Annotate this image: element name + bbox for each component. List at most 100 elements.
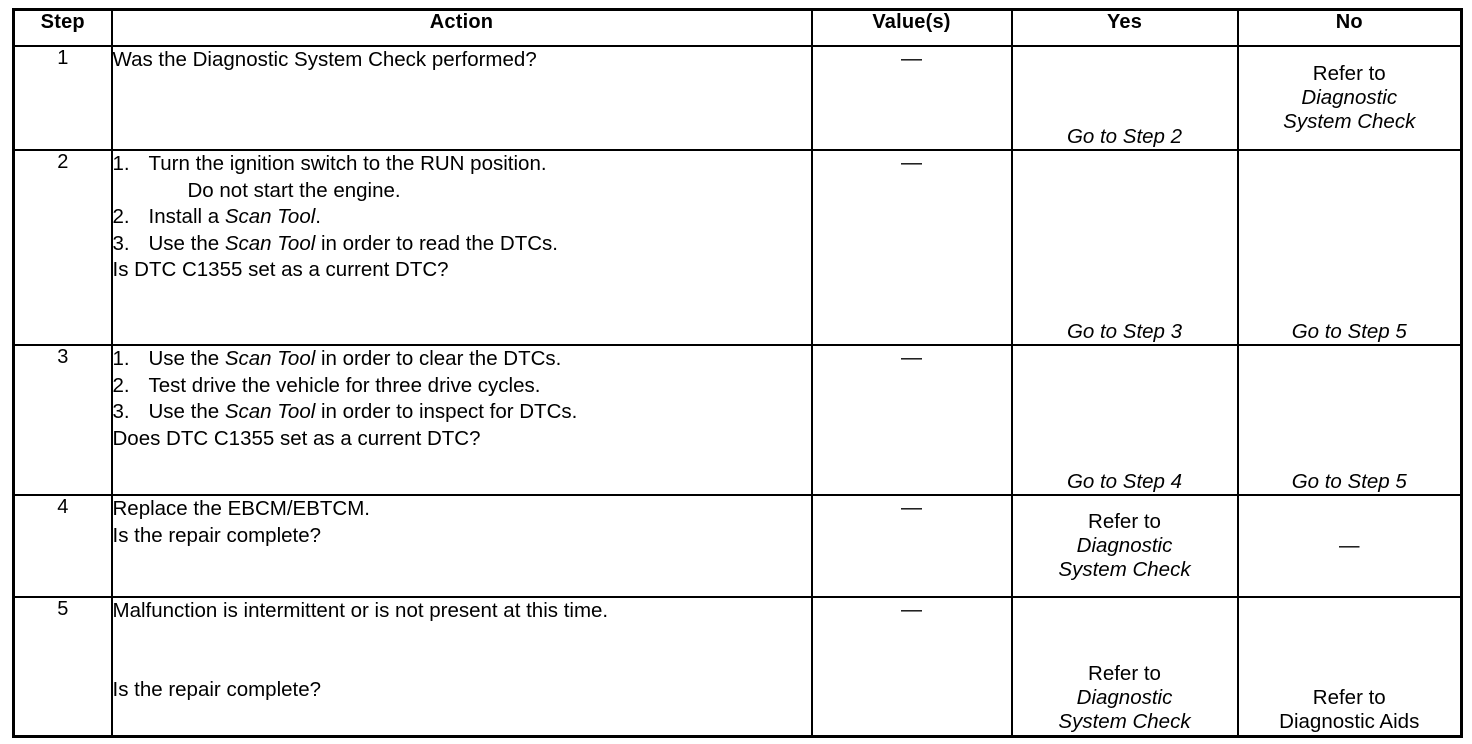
- value-cell: —: [810, 45, 1013, 151]
- action-line: Is DTC C1355 set as a current DTC?: [113, 257, 811, 284]
- action-cell: Replace the EBCM/EBTCM. Is the repair com…: [110, 494, 813, 598]
- no-line: Diagnostic Aids: [1279, 710, 1420, 734]
- table-header: Step Action Value(s) Yes No: [12, 8, 1463, 47]
- action-text: Turn the ignition switch to the RUN posi…: [148, 152, 547, 175]
- value-cell: —: [810, 596, 1013, 737]
- yes-line: System Check: [1058, 558, 1191, 582]
- value-cell: —: [810, 344, 1013, 496]
- action-text: Is the repair complete?: [112, 523, 322, 547]
- action-spacer: [113, 625, 811, 651]
- step-number-cell: 1: [12, 45, 113, 151]
- action-line: Do not start the engine.: [113, 178, 811, 205]
- action-text: Does DTC C1355 set as a current DTC?: [112, 426, 481, 450]
- yes-line: Go to Step 2: [1066, 124, 1183, 148]
- yes-line: Refer to: [1088, 509, 1161, 533]
- yes-line: System Check: [1058, 710, 1191, 734]
- action-text: Use the: [148, 347, 225, 370]
- action-line: 1. Turn the ignition switch to the RUN po…: [113, 151, 811, 178]
- action-text-trailing: .: [315, 205, 321, 228]
- action-cell: 1. Turn the ignition switch to the RUN po…: [110, 149, 813, 346]
- action-line: Is the repair complete?: [113, 523, 811, 550]
- no-cell: Go to Step 5: [1236, 149, 1463, 346]
- action-line: Malfunction is intermittent or is not pr…: [113, 598, 811, 625]
- action-text: Test drive the vehicle for three drive c…: [148, 373, 541, 397]
- action-text-emphasis: Scan Tool: [224, 347, 316, 370]
- action-line: Does DTC C1355 set as a current DTC?: [113, 426, 811, 453]
- action-line: 2. Install a Scan Tool.: [113, 204, 811, 231]
- yes-line: Go to Step 4: [1066, 469, 1183, 493]
- yes-line: Diagnostic: [1076, 686, 1173, 710]
- action-cell: 1.Use the Scan Tool in order to clear th…: [110, 344, 813, 496]
- action-text: Malfunction is intermittent or is not pr…: [112, 599, 609, 622]
- no-line: Go to Step 5: [1291, 469, 1407, 493]
- no-cell: —: [1236, 494, 1463, 598]
- no-line: Diagnostic: [1301, 85, 1398, 109]
- action-line: 3. Use the Scan Tool in order to inspect …: [113, 399, 811, 426]
- no-cell: Go to Step 5: [1236, 344, 1463, 496]
- action-text: Use the: [148, 400, 225, 423]
- no-line: Refer to: [1312, 61, 1386, 85]
- action-text-emphasis: Scan Tool: [224, 231, 316, 255]
- action-cell: Was the Diagnostic System Check performe…: [110, 45, 813, 151]
- action-step-number: 2.: [112, 205, 130, 228]
- no-line: Refer to: [1312, 686, 1386, 710]
- action-text: Is the repair complete?: [112, 677, 322, 701]
- value-cell: —: [810, 494, 1013, 598]
- action-line: Was the Diagnostic System Check performe…: [113, 47, 811, 74]
- value-cell: —: [810, 149, 1013, 346]
- no-line: Go to Step 5: [1291, 319, 1407, 343]
- column-header-action: Action: [110, 8, 813, 47]
- yes-line: Refer to: [1088, 661, 1161, 685]
- action-line: 3. Use the Scan Tool in order to read the…: [113, 231, 811, 258]
- action-text: Use the: [148, 231, 225, 255]
- action-line: Is the repair complete?: [113, 677, 811, 704]
- action-line: Replace the EBCM/EBTCM.: [113, 496, 811, 523]
- action-text-trailing: in order to read the DTCs.: [315, 231, 558, 255]
- yes-line: Diagnostic: [1076, 533, 1173, 557]
- action-step-number: 3.: [112, 231, 130, 255]
- action-spacer: [113, 651, 811, 677]
- no-line: —: [1339, 533, 1360, 557]
- action-text: Replace the EBCM/EBTCM.: [112, 497, 370, 520]
- column-header-no: No: [1236, 8, 1463, 47]
- action-text-emphasis: Scan Tool: [224, 400, 316, 423]
- yes-line: Go to Step 3: [1066, 319, 1183, 343]
- action-step-number: 3.: [112, 400, 130, 423]
- action-line: 2. Test drive the vehicle for three drive…: [113, 373, 811, 400]
- action-text-trailing: in order to inspect for DTCs.: [315, 400, 578, 423]
- action-text: Is DTC C1355 set as a current DTC?: [112, 258, 449, 281]
- yes-cell: Go to Step 2: [1010, 45, 1239, 151]
- action-text: Was the Diagnostic System Check performe…: [112, 48, 537, 71]
- yes-cell: Go to Step 4: [1010, 344, 1239, 496]
- header-row: Step Action Value(s) Yes No: [12, 8, 1463, 47]
- step-number-cell: 3: [12, 344, 113, 496]
- action-cell: Malfunction is intermittent or is not pr…: [110, 596, 813, 737]
- step-number-cell: 4: [12, 494, 113, 598]
- action-step-number: 1.: [112, 152, 130, 175]
- yes-cell: Go to Step 3: [1010, 149, 1239, 346]
- column-header-value: Value(s): [810, 8, 1013, 47]
- action-line: 1.Use the Scan Tool in order to clear th…: [113, 346, 811, 373]
- no-line: System Check: [1283, 110, 1416, 134]
- action-text-emphasis: Scan Tool: [224, 205, 316, 228]
- column-header-yes: Yes: [1010, 8, 1239, 47]
- step-number-cell: 5: [12, 596, 113, 737]
- action-step-number: 2.: [112, 373, 130, 397]
- step-number-cell: 2: [12, 149, 113, 346]
- action-text-trailing: in order to clear the DTCs.: [315, 347, 562, 370]
- action-text: Install a: [148, 205, 225, 228]
- action-text: Do not start the engine.: [187, 178, 401, 202]
- column-header-step: Step: [12, 8, 113, 47]
